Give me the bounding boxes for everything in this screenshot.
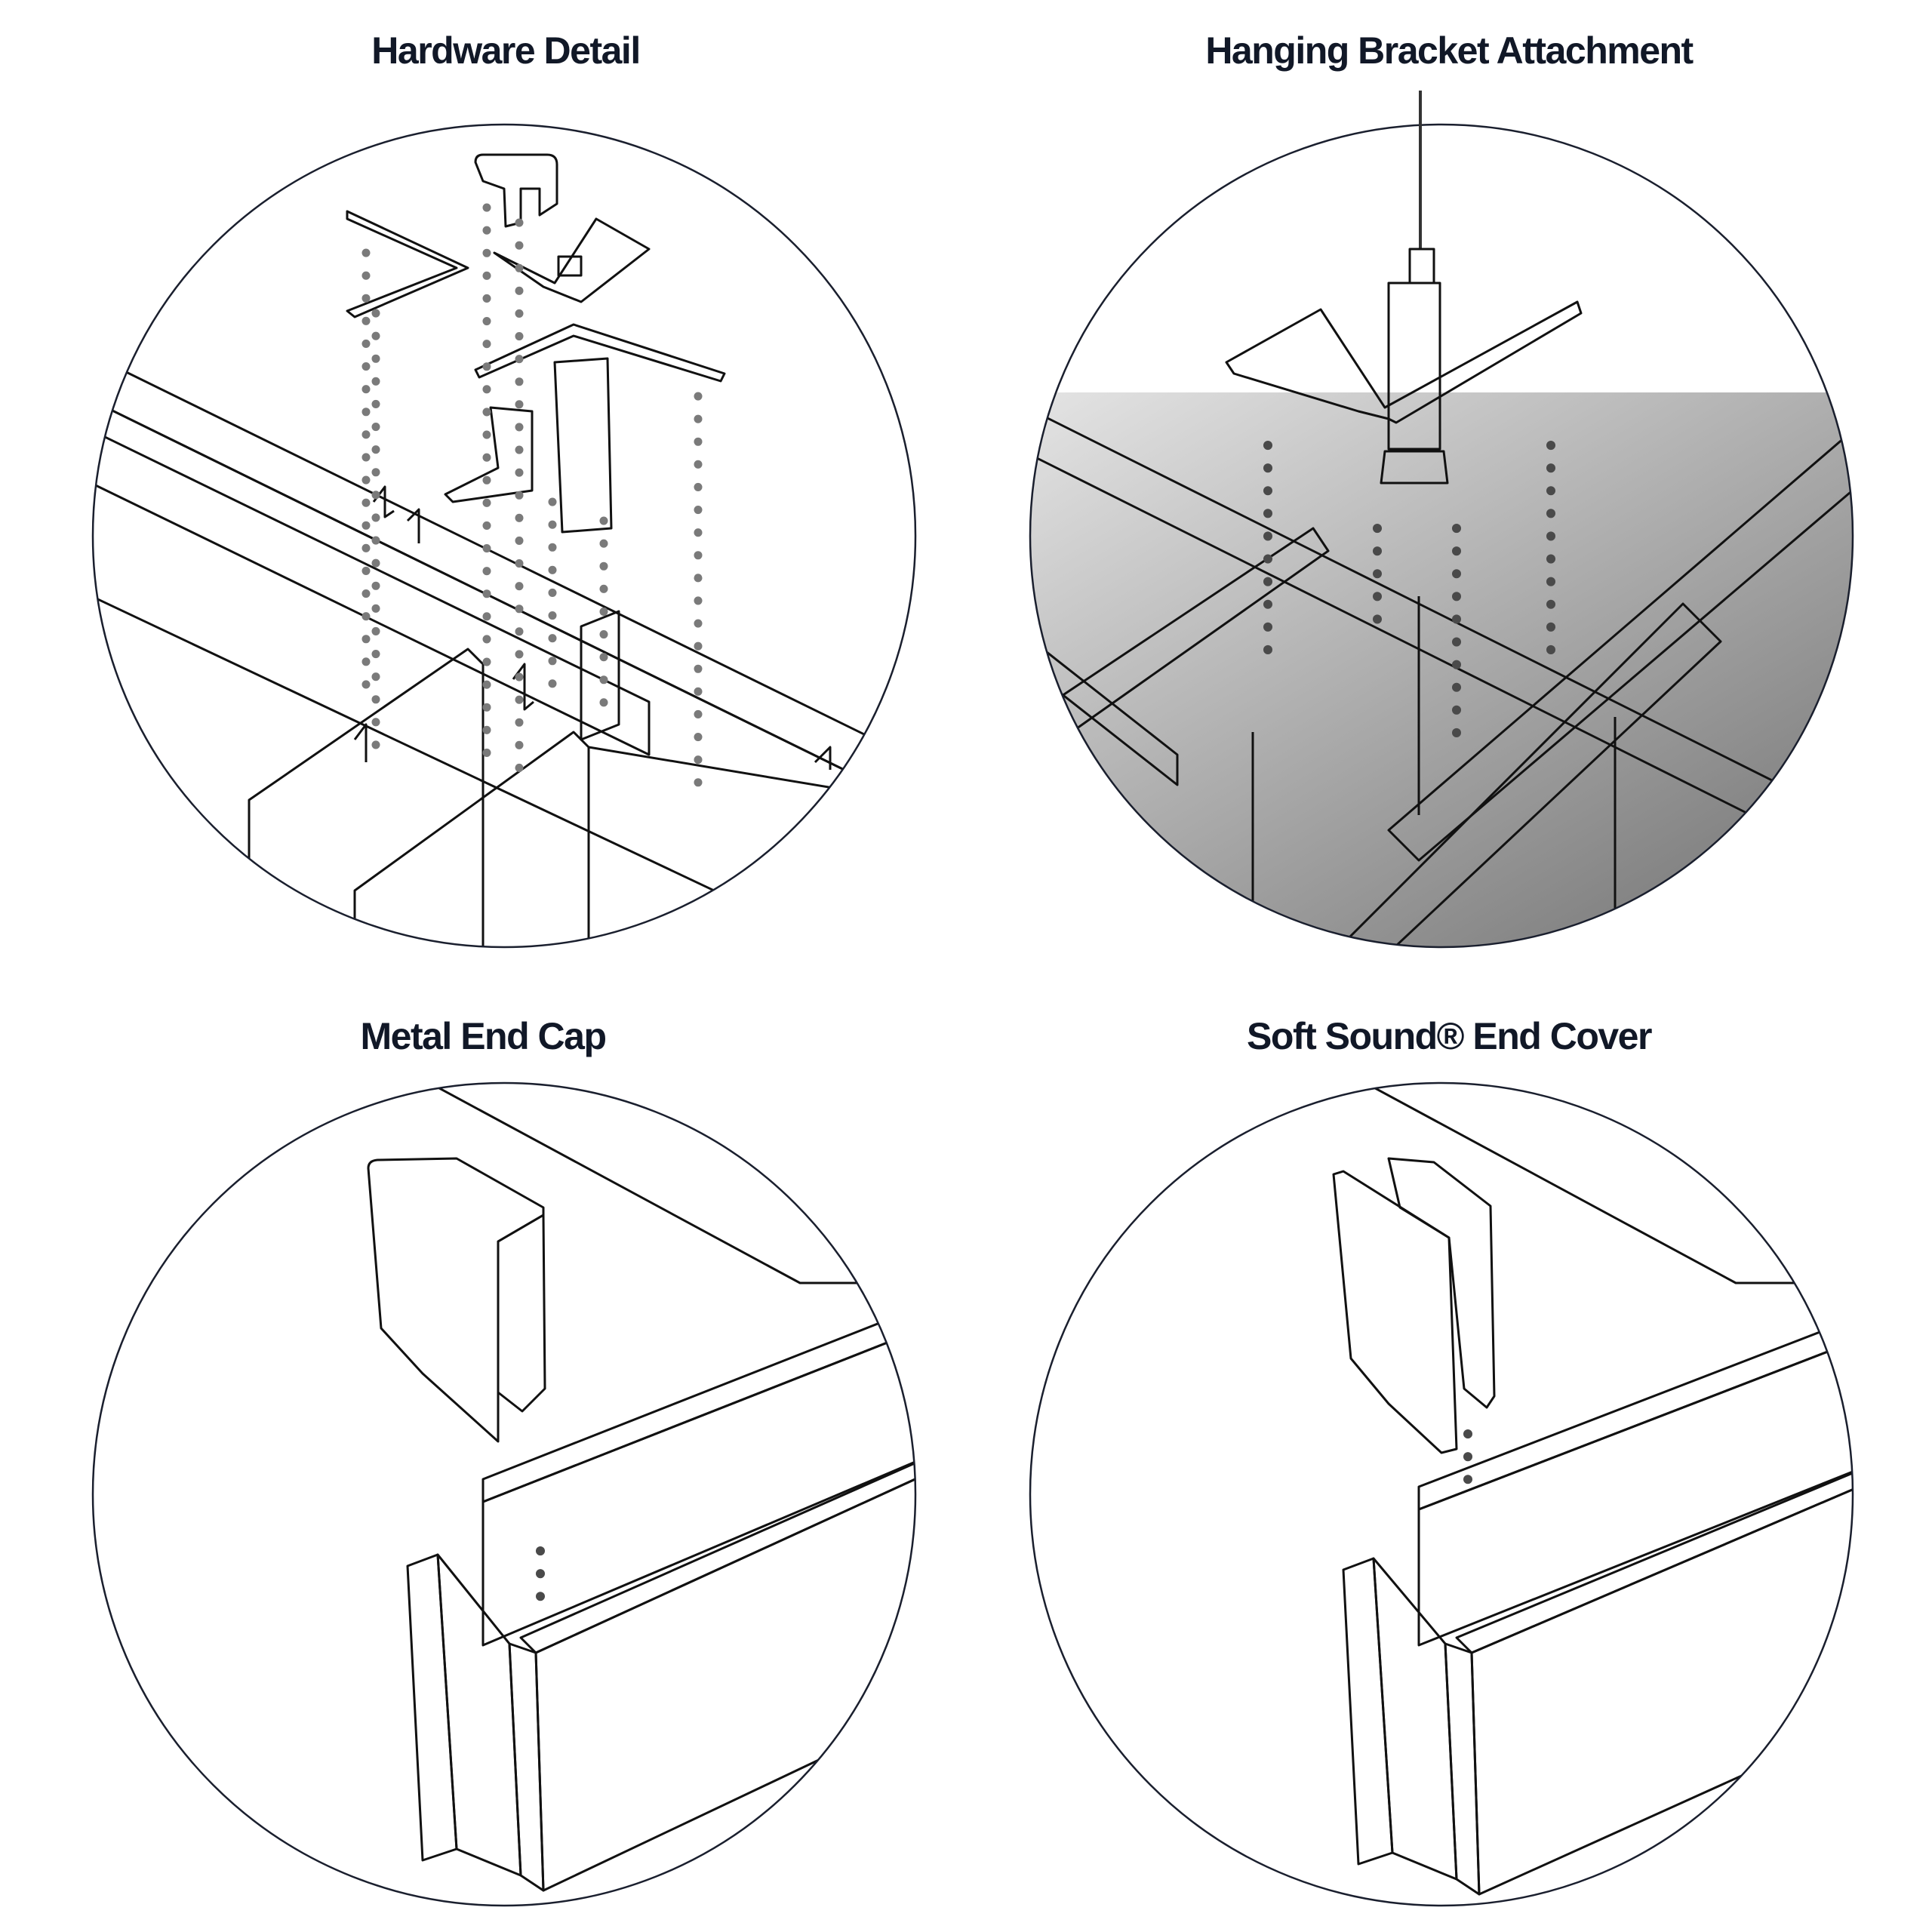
end-cover-spline — [1387, 1157, 1496, 1409]
panel-title: Metal End Cap — [360, 1015, 607, 1057]
baffle-inner — [481, 1304, 915, 1647]
baffle-inner — [1417, 1304, 1853, 1647]
rail-notch — [353, 723, 368, 762]
panel-metal-end-cap: Metal End Cap — [0, 966, 966, 1932]
hanging-bracket-illustration — [1029, 91, 1854, 949]
end-cover-pad — [1332, 1170, 1458, 1454]
baffle-top-edge — [1417, 1281, 1853, 1511]
baffle-front-top — [1455, 1432, 1853, 1654]
soft-sound-end-cover-illustration — [1029, 1081, 1854, 1907]
grid-bar — [1030, 376, 1853, 907]
cross-rail-3 — [587, 746, 907, 947]
hex-nut — [557, 255, 583, 277]
angle-clip — [444, 406, 534, 503]
end-cap-flange — [497, 1214, 546, 1413]
rail-notch — [512, 663, 534, 711]
cross-rail-1 — [248, 648, 485, 947]
end-spline — [553, 357, 613, 534]
angled-bracket — [493, 217, 651, 303]
back-panel — [421, 1083, 915, 1284]
metal-end-cap-illustration — [91, 1081, 917, 1907]
panel-title: Hardware Detail — [371, 29, 641, 72]
baffle-top-edge — [481, 1281, 915, 1503]
panel-hanging-bracket-attachment: Hanging Bracket Attachment — [966, 0, 1932, 966]
serrated-bracket — [1225, 300, 1583, 424]
rail-notch — [814, 746, 832, 770]
grid-bar — [1030, 587, 1179, 786]
rail-notch — [406, 508, 420, 543]
hex-nut — [1380, 450, 1449, 485]
corner-plate-left — [346, 210, 469, 318]
channel-inner — [436, 1553, 522, 1877]
main-rail-inner — [93, 421, 651, 756]
panel-title: Soft Sound® End Cover — [1247, 1015, 1652, 1057]
panel-soft-sound-end-cover: Soft Sound® End Cover — [966, 966, 1932, 1932]
corner-plate-right — [474, 323, 726, 383]
grid-bar — [1387, 361, 1853, 862]
panel-title: Hanging Bracket Attachment — [1205, 29, 1694, 72]
detail-circle — [91, 123, 917, 949]
channel-inner — [1372, 1557, 1458, 1881]
baffle-front-face — [1470, 1447, 1853, 1896]
cable-gripper-body — [1387, 281, 1441, 451]
detail-circle — [1029, 123, 1854, 949]
u-channel-clip — [474, 153, 558, 228]
channel-left-wall — [1342, 1557, 1394, 1866]
baffle-front-top — [519, 1432, 915, 1654]
main-rail-face — [93, 391, 907, 947]
back-panel — [1357, 1083, 1853, 1284]
cable-gripper-sleeve — [1408, 248, 1435, 285]
grid-bar — [1304, 602, 1722, 947]
hardware-detail-illustration — [91, 123, 917, 949]
panel-hardware-detail: Hardware Detail — [0, 0, 966, 966]
detail-circle — [91, 1081, 917, 1907]
channel-left-wall — [406, 1553, 458, 1862]
rail-clip — [580, 610, 620, 741]
end-cap — [367, 1157, 545, 1443]
grid-cells — [1030, 392, 1853, 947]
detail-circle — [1029, 1081, 1854, 1907]
